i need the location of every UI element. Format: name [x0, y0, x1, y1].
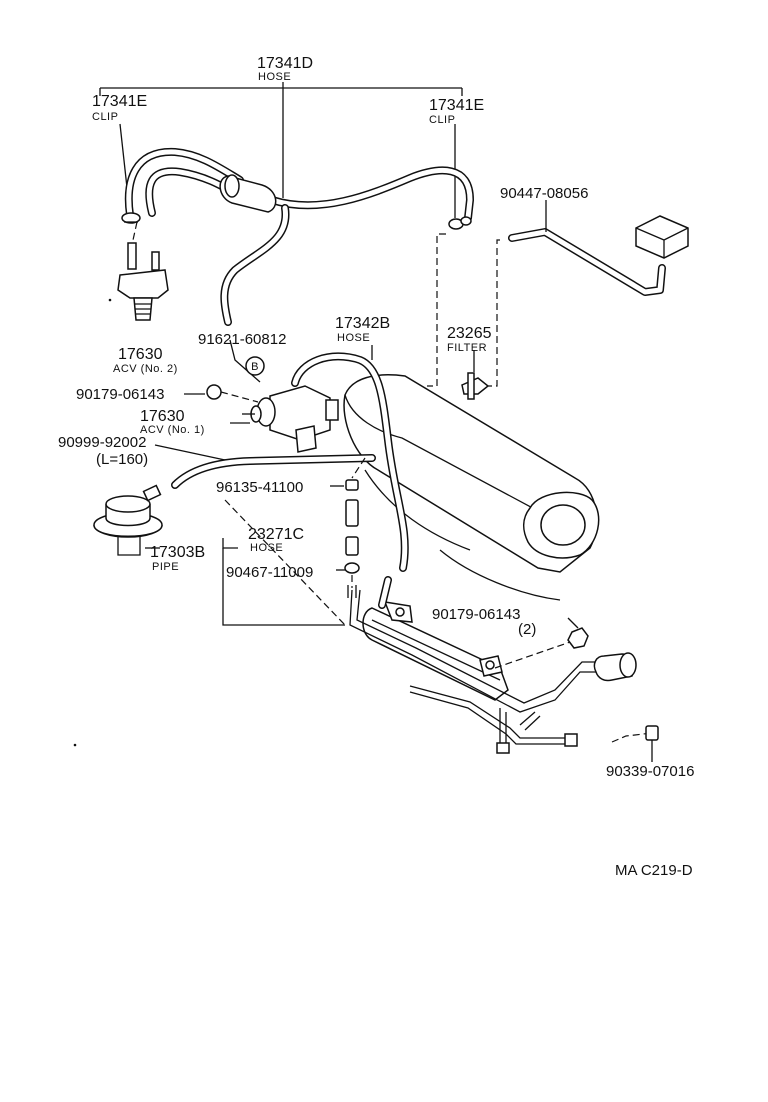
label-90999: 90999-92002 [58, 434, 146, 451]
label-17341e-left: 17341E [92, 93, 147, 110]
label-17341e-right: 17341E [429, 97, 484, 114]
hose-stack-dash [351, 457, 366, 479]
speck [108, 298, 112, 302]
speck [73, 743, 77, 747]
union-90339 [645, 725, 659, 741]
hose-17342b [291, 352, 409, 572]
nut-90179-b-leader [567, 617, 579, 629]
label-23271c: 23271C [248, 526, 304, 543]
label-17341e-left-name: CLIP [92, 111, 118, 123]
vacuum-diaphragm [93, 484, 163, 556]
label-90179-b-qty: (2) [518, 621, 536, 638]
acv-no1 [242, 385, 339, 453]
nut-90179-a [206, 384, 222, 400]
label-17630-no2: 17630 [118, 346, 163, 363]
hose-17341d-bracket [99, 82, 463, 198]
ref-b-circle [245, 356, 265, 376]
fuel-pipe-dash-b [494, 639, 577, 669]
nut-90179-a-dash [220, 391, 259, 403]
acv-no2-dash [132, 221, 138, 241]
clip-left [121, 212, 141, 224]
hose-90999 [171, 454, 376, 489]
bracket-23271c [222, 538, 345, 626]
delivery-pipe [349, 576, 637, 754]
connector-box [635, 215, 689, 259]
label-90999-len: (L=160) [96, 451, 148, 468]
label-17341d: 17341D [257, 55, 313, 72]
label-90179-a: 90179-06143 [76, 386, 164, 403]
label-17303b-name: PIPE [152, 561, 179, 573]
label-17342b-name: HOSE [337, 332, 370, 344]
acv-no2 [117, 242, 169, 321]
label-23265: 23265 [447, 325, 492, 342]
pipe-90447 [508, 228, 666, 296]
hose-stack [344, 479, 360, 598]
label-91621: 91621-60812 [198, 331, 286, 348]
hose-90999-leader [154, 444, 226, 461]
label-90447: 90447-08056 [500, 185, 588, 202]
charcoal-canister [343, 374, 600, 601]
label-90467: 90467-11009 [226, 564, 313, 581]
label-17630-no1: 17630 [140, 408, 185, 425]
label-90339: 90339-07016 [606, 763, 694, 780]
clip-right [448, 216, 472, 230]
dash-clip-to-canister [427, 233, 446, 387]
fuel-pipe-dash-c [611, 732, 653, 743]
label-90179-b: 90179-06143 [432, 606, 520, 623]
diagram-code: MA C219-D [615, 862, 693, 879]
label-96135: 96135-41100 [216, 479, 303, 496]
label-17303b: 17303B [150, 544, 205, 561]
label-23271c-name: HOSE [250, 542, 283, 554]
label-17341e-right-name: CLIP [429, 114, 455, 126]
bracket-dash [224, 499, 346, 626]
nut-90179-b [567, 627, 589, 649]
hose-17341d [124, 147, 474, 326]
label-17630-no2-name: ACV (No. 2) [113, 363, 178, 375]
label-17342b: 17342B [335, 315, 390, 332]
label-17341d-name: HOSE [258, 71, 291, 83]
filter-23265 [461, 372, 490, 400]
label-17630-no1-name: ACV (No. 1) [140, 424, 205, 436]
ref-b-label: B [251, 361, 259, 373]
label-23265-name: FILTER [447, 342, 487, 354]
dash-pipe-to-filter [483, 239, 500, 387]
